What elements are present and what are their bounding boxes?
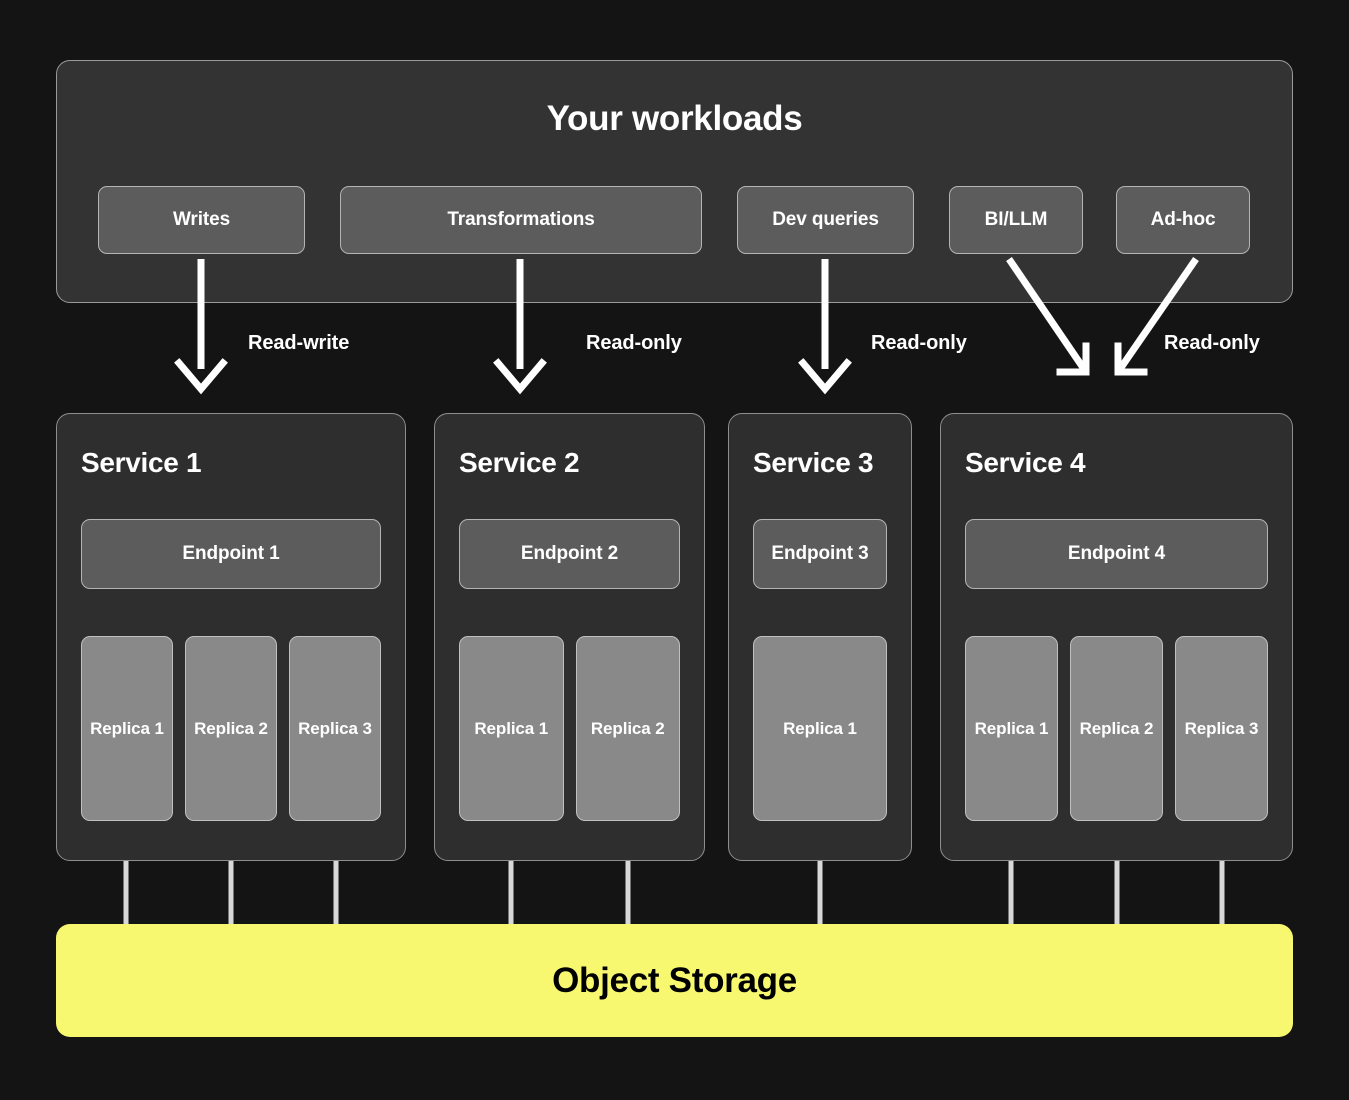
service-endpoint-label: Endpoint 1 <box>182 543 280 564</box>
replica-label: Replica 2 <box>1079 718 1154 738</box>
replica-label: Replica 3 <box>1184 718 1259 738</box>
replica-label: Replica 2 <box>194 718 268 738</box>
replica-box[interactable]: Replica 1 <box>81 636 173 821</box>
replica-box[interactable]: Replica 1 <box>459 636 564 821</box>
storage-connector-lines <box>123 861 1225 924</box>
replica-box[interactable]: Replica 3 <box>289 636 381 821</box>
service-endpoint-label: Endpoint 3 <box>771 543 869 564</box>
service-title: Service 4 <box>965 447 1086 478</box>
edge-label: Read-only <box>586 332 682 354</box>
workload-chip-label: Transformations <box>447 209 595 230</box>
workloads-title: Your workloads <box>546 99 803 138</box>
workload-chip[interactable]: Transformations <box>340 186 702 254</box>
service-card: Service 2 Endpoint 2 Replica 1 Replica 2 <box>434 413 705 861</box>
edge-label: Read-only <box>1164 332 1260 354</box>
service-card: Service 3 Endpoint 3 Replica 1 <box>728 413 912 861</box>
replica-label: Replica 1 <box>783 718 857 738</box>
replica-row: Replica 1 Replica 2 Replica 3 <box>81 636 381 821</box>
service-title: Service 3 <box>753 447 874 478</box>
replica-label: Replica 1 <box>474 718 549 738</box>
service-endpoint[interactable]: Endpoint 1 <box>81 519 381 589</box>
service-title: Service 1 <box>81 447 202 478</box>
replica-box[interactable]: Replica 2 <box>185 636 277 821</box>
workload-chip[interactable]: Ad-hoc <box>1116 186 1250 254</box>
workload-chip-label: BI/LLM <box>984 209 1048 230</box>
workload-chip[interactable]: Writes <box>98 186 305 254</box>
edge-label: Read-write <box>248 332 350 354</box>
service-endpoint-label: Endpoint 2 <box>520 543 619 564</box>
workload-chip-label: Ad-hoc <box>1150 209 1216 230</box>
workload-chip-label: Writes <box>172 209 231 230</box>
replica-label: Replica 3 <box>298 718 372 738</box>
service-endpoint-label: Endpoint 4 <box>1067 543 1166 564</box>
replica-box[interactable]: Replica 2 <box>575 636 680 821</box>
replica-row: Replica 1 Replica 2 <box>459 636 680 821</box>
replica-box[interactable]: Replica 2 <box>1070 636 1163 821</box>
object-storage-label: Object Storage <box>552 960 797 1000</box>
replica-row: Replica 1 Replica 2 Replica 3 <box>965 636 1268 821</box>
replica-label: Replica 2 <box>590 718 665 738</box>
edge-label: Read-only <box>871 332 967 354</box>
service-endpoint[interactable]: Endpoint 4 <box>965 519 1268 589</box>
replica-row: Replica 1 <box>753 636 887 821</box>
replica-box[interactable]: Replica 1 <box>753 636 887 821</box>
service-endpoint[interactable]: Endpoint 2 <box>459 519 680 589</box>
workload-chip[interactable]: Dev queries <box>737 186 914 254</box>
replica-box[interactable]: Replica 3 <box>1175 636 1268 821</box>
service-title: Service 2 <box>459 447 580 478</box>
replica-box[interactable]: Replica 1 <box>965 636 1058 821</box>
workload-chip[interactable]: BI/LLM <box>949 186 1083 254</box>
workload-chip-label: Dev queries <box>772 209 879 230</box>
workloads-panel: Your workloads Writes Transformations Dev … <box>56 60 1293 303</box>
replica-label: Replica 1 <box>974 718 1049 738</box>
object-storage-bar: Object Storage <box>56 924 1293 1037</box>
replica-label: Replica 1 <box>90 718 164 738</box>
service-endpoint[interactable]: Endpoint 3 <box>753 519 887 589</box>
workload-chip-row: Writes Transformations Dev queries BI/LLM Ad… <box>57 186 1292 254</box>
